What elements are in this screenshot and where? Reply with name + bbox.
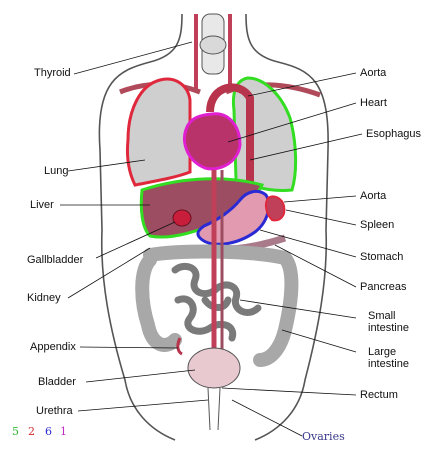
spleen [264,195,286,222]
label-aorta-top: Aorta [360,67,387,79]
label-ovaries: Ovaries [302,430,345,443]
thyroid-gland [199,35,227,55]
bladder [187,347,241,389]
heart [183,112,242,171]
label-liver: Liver [30,199,54,211]
label-pancreas: Pancreas [360,281,407,293]
label-rectum: Rectum [360,389,398,401]
label-gallbladder: Gallbladder [27,254,84,266]
lung-left [126,77,192,187]
label-esophagus: Esophagus [366,128,422,140]
label-large-intestine: Large intestine [368,346,409,370]
legend-value-magenta: 1 [60,425,67,438]
legend-value-blue: 6 [45,425,52,438]
legend-value-green: 5 [12,425,19,438]
label-heart: Heart [360,97,387,109]
label-spleen: Spleen [360,219,395,231]
label-appendix: Appendix [30,341,76,353]
legend-value-red: 2 [28,425,35,438]
aorta-arch [206,83,254,190]
label-bladder: Bladder [38,376,76,388]
label-kidney: Kidney [27,292,61,304]
label-stomach: Stomach [360,251,404,263]
label-aorta-mid: Aorta [360,190,387,202]
urethra-tube [207,387,221,431]
label-thyroid: Thyroid [34,67,71,79]
label-lung: Lung [44,165,69,177]
large-intestine [135,244,299,367]
label-urethra: Urethra [36,405,73,417]
gallbladder [172,209,192,227]
label-small-intestine: Small intestine [368,310,409,334]
body-outline [98,13,329,441]
